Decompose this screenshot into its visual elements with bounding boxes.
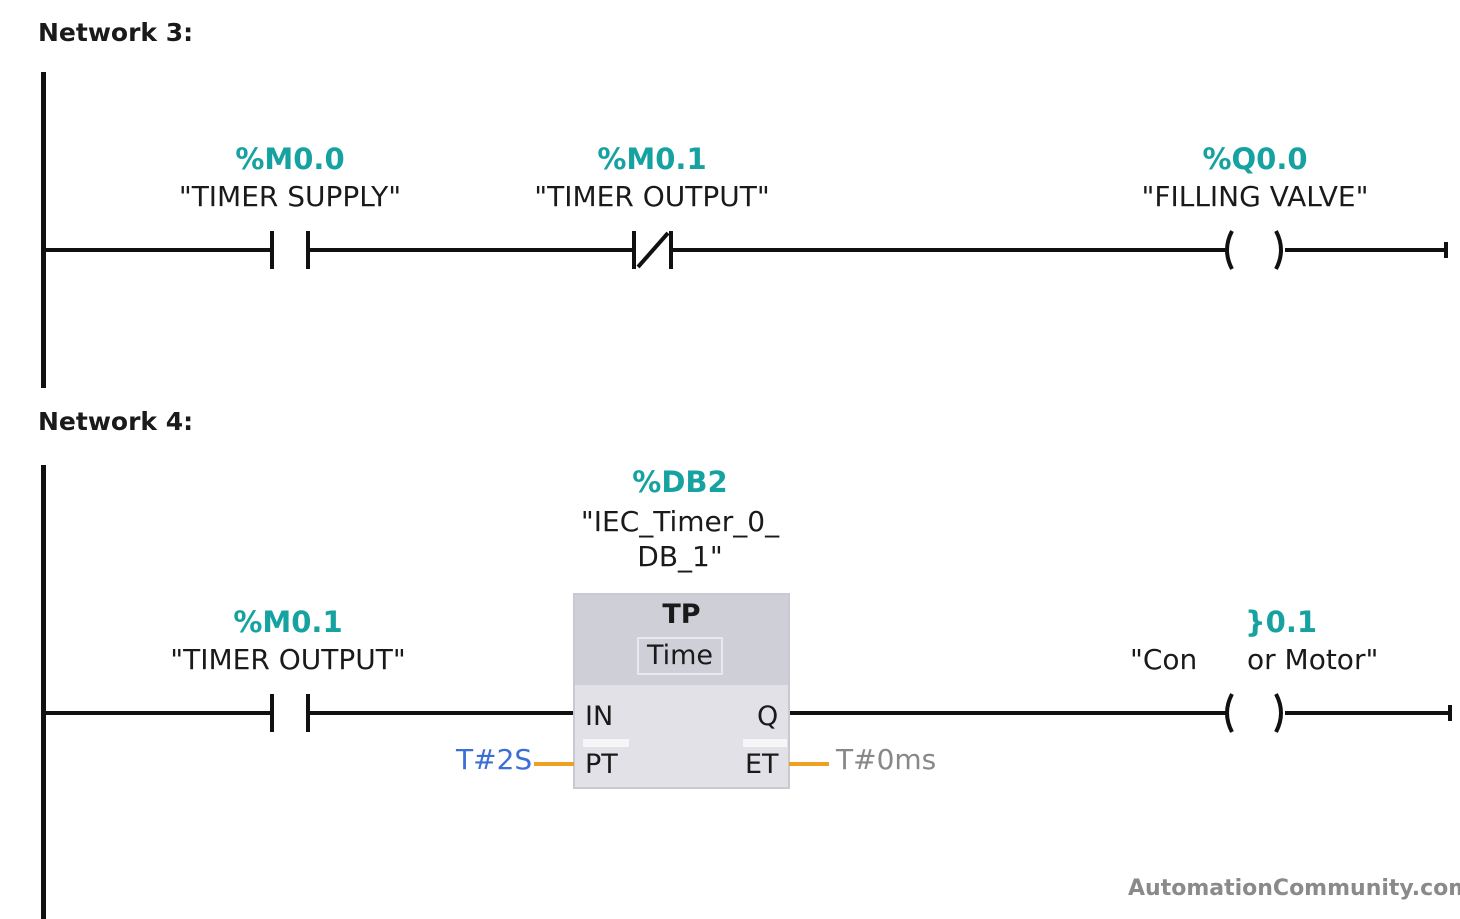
contact-symbol: "TIMER SUPPLY" (178, 180, 402, 213)
network-4-wire (310, 711, 574, 715)
network-3-wire (673, 248, 1226, 252)
pin-et: ET (745, 749, 779, 780)
coil-icon[interactable] (1220, 229, 1290, 271)
pin-pt: PT (585, 749, 618, 780)
network-3-wire (310, 248, 634, 252)
network-4-wire (1285, 711, 1450, 715)
contact-symbol: "TIMER OUTPUT" (170, 643, 406, 676)
coil-icon[interactable] (1220, 692, 1290, 734)
et-parameter-wire (789, 762, 829, 766)
coil-symbol-left: "Con (1130, 643, 1198, 676)
network-4-wire (46, 711, 272, 715)
timer-instruction: TP (662, 599, 701, 630)
watermark-text: AutomationCommunity.com (1128, 876, 1460, 901)
contact-address: %M0.1 (233, 605, 343, 639)
pt-parameter-wire (534, 762, 574, 766)
contact-address: %M0.0 (235, 142, 345, 176)
coil-address-visible: }0.1 (1245, 605, 1318, 639)
pin-in: IN (585, 701, 614, 732)
timer-db-symbol-line2: DB_1" (637, 540, 723, 573)
timer-db-symbol-line1: "IEC_Timer_0_ (580, 505, 780, 538)
network-4-wire (789, 711, 1226, 715)
pt-value[interactable]: T#2S (456, 743, 533, 776)
network-4-power-rail (41, 465, 46, 919)
network-3-power-rail (41, 72, 46, 388)
timer-type-selector[interactable]: Time (637, 637, 723, 675)
et-value[interactable]: T#0ms (836, 743, 937, 776)
network-3-wire (46, 248, 272, 252)
tp-timer-block[interactable]: TP Time IN Q PT ET (573, 593, 790, 789)
coil-symbol-right: or Motor" (1247, 643, 1379, 676)
coil-symbol: "FILLING VALVE" (1141, 180, 1369, 213)
network-3-wire (1285, 248, 1445, 252)
pin-q: Q (757, 701, 779, 732)
contact-symbol: "TIMER OUTPUT" (534, 180, 770, 213)
contact-address: %M0.1 (597, 142, 707, 176)
coil-address: %Q0.0 (1202, 142, 1308, 176)
network-3-wire-end (1444, 242, 1448, 258)
network-4-title: Network 4: (38, 407, 194, 436)
network-3-title: Network 3: (38, 18, 194, 47)
network-4-wire-end (1448, 705, 1452, 721)
timer-db-address: %DB2 (632, 465, 728, 499)
